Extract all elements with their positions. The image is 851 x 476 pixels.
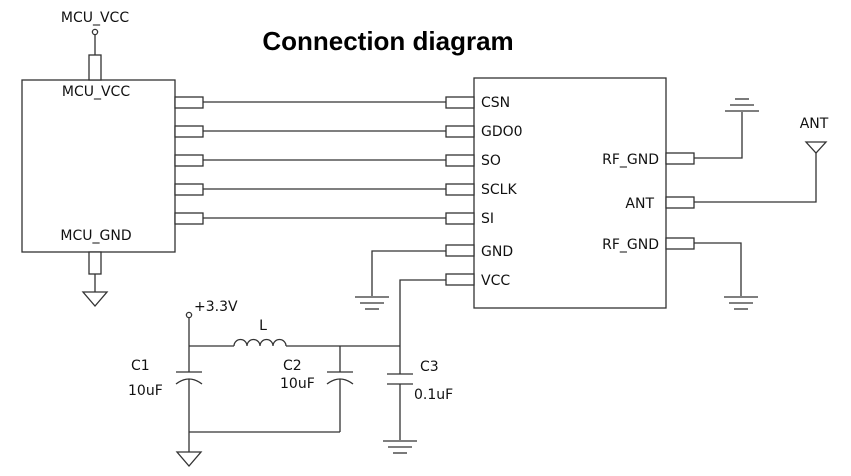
antenna-label: ANT [800, 116, 829, 132]
rf-pin-label: SCLK [481, 182, 517, 198]
rf-pin-ant [665, 196, 695, 209]
mcu-vcc-pin-label: MCU_VCC [62, 84, 130, 100]
rf-pin-vcc [445, 273, 475, 286]
mcu-vcc-terminal [91, 28, 99, 36]
supply-terminal [185, 311, 193, 319]
rf-pin-label: VCC [481, 273, 510, 289]
mcu-gnd-pin [88, 251, 102, 275]
rf-pin-gdo0 [445, 125, 475, 138]
rf-gnd-net [355, 250, 446, 310]
mcu-pin-sclk [174, 183, 204, 196]
rf-gnd-bottom-wire [694, 242, 742, 296]
mcu-pin-csn [174, 96, 204, 109]
rf-pin-so [445, 154, 475, 167]
rf-pin-sclk [445, 183, 475, 196]
c3-name: C3 [420, 359, 439, 375]
rf-pin-csn [445, 96, 475, 109]
rf-gnd-top-wire [694, 112, 743, 159]
rf-vcc-wire [399, 279, 446, 374]
rf-gnd-wire [371, 250, 446, 296]
mcu-gnd-pin-label: MCU_GND [60, 228, 131, 244]
rf-pin-label: SI [481, 211, 494, 227]
diagram-title: Connection diagram [262, 26, 513, 56]
filter-ground-symbol [175, 451, 203, 467]
c2-value: 10uF [280, 376, 315, 392]
rf-pin-label: SO [481, 153, 501, 169]
rf-pin-label: CSN [481, 95, 510, 111]
rf-pin-label: GND [481, 244, 513, 260]
mcu-pin-si [174, 212, 204, 225]
mcu-vcc-top-label: MCU_VCC [61, 10, 129, 26]
inductor-coil [233, 338, 287, 347]
c2-name: C2 [283, 358, 302, 374]
rf-pin-si [445, 212, 475, 225]
rf-pin-label: RF_GND [602, 152, 659, 168]
c3-value: 0.1uF [414, 387, 453, 403]
mcu-vcc-pin [88, 54, 102, 81]
mcu-pin-gdo0 [174, 125, 204, 138]
antenna-wire [694, 152, 817, 203]
supply-label: +3.3V [194, 299, 238, 315]
rf-pin-label: RF_GND [602, 237, 659, 253]
rf-gnd-bottom-net [694, 242, 758, 310]
rf-gnd-top-net [694, 98, 759, 159]
power-filter: +3.3V L C1 10uF C2 10uF C3 0.1uF [128, 299, 453, 467]
mcu-block: MCU_VCC MCU_VCC MCU_GND [21, 10, 176, 307]
antenna-net: ANT [694, 116, 829, 203]
c1-value: 10uF [128, 383, 163, 399]
rf-pin-label: ANT [625, 196, 654, 212]
rf-pin-gnd [445, 244, 475, 257]
rf-module-body [473, 77, 667, 309]
rf-pin-rf-gnd-top [665, 152, 695, 165]
mcu-ground-symbol [81, 291, 109, 307]
mcu-body [21, 79, 176, 253]
inductor-label: L [259, 318, 267, 334]
rf-pin-rf-gnd-bottom [665, 237, 695, 250]
rf-pin-label: GDO0 [481, 124, 523, 140]
spi-bus [174, 96, 446, 225]
c1-name: C1 [131, 358, 150, 374]
antenna-icon [804, 141, 828, 154]
mcu-pin-so [174, 154, 204, 167]
rf-module: CSN GDO0 SO SCLK SI GND VCC RF_GND ANT R… [445, 77, 695, 309]
rf-vcc-net [399, 279, 446, 374]
